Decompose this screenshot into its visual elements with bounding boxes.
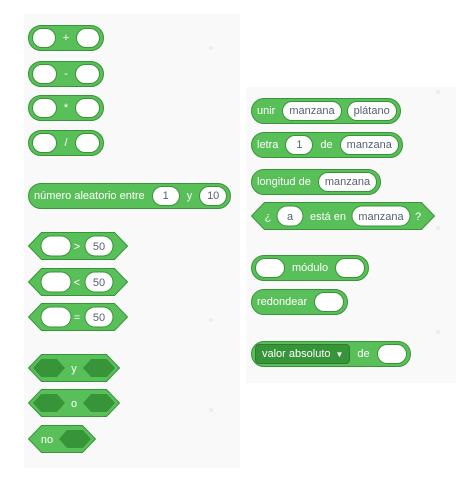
equals-input-right[interactable] [84, 306, 114, 328]
grid-dot [436, 90, 440, 94]
svg-text:50: 50 [93, 241, 105, 253]
grid-dot [436, 226, 440, 230]
greater-than-block[interactable]: > 50 [27, 232, 129, 260]
join-input-2[interactable]: plátano [346, 101, 397, 121]
divide-block[interactable]: / [28, 130, 104, 156]
greater-input-left[interactable] [40, 235, 72, 257]
mod-block[interactable]: módulo [251, 255, 370, 281]
grid-dot [436, 330, 440, 334]
greater-input-right[interactable] [84, 235, 114, 257]
round-input[interactable] [314, 292, 345, 312]
mod-input-left[interactable] [255, 258, 285, 278]
multiply-input-left[interactable] [32, 98, 57, 118]
add-input-right[interactable] [76, 28, 100, 48]
join-block[interactable]: unir manzana plátano [251, 98, 401, 124]
svg-text:<: < [74, 277, 80, 289]
join-input-1[interactable]: manzana [282, 101, 342, 121]
svg-text:a: a [287, 211, 294, 223]
not-block[interactable]: no [27, 425, 97, 453]
or-input-right[interactable] [83, 394, 115, 412]
svg-text:¿: ¿ [265, 211, 272, 223]
letter-string-input[interactable]: manzana [339, 135, 399, 155]
svg-text:y: y [71, 363, 77, 375]
svg-text:o: o [71, 398, 77, 410]
add-block[interactable]: + [28, 25, 104, 51]
letter-of-block[interactable]: letra 1 de manzana [251, 132, 403, 158]
contains-block[interactable]: ¿ a está en manzana ? [250, 202, 436, 230]
random-to-input[interactable]: 10 [199, 186, 228, 206]
divide-input-right[interactable] [74, 133, 100, 153]
math-op-dropdown[interactable]: valor absoluto ▼ [255, 344, 351, 364]
subtract-block[interactable]: - [28, 61, 104, 87]
svg-text:50: 50 [93, 312, 105, 324]
equals-block[interactable]: = 50 [27, 303, 129, 331]
contains-string-input[interactable] [351, 205, 411, 227]
random-from-input[interactable]: 1 [151, 186, 180, 206]
svg-text:está en: está en [310, 211, 346, 223]
less-input-left[interactable] [40, 271, 72, 293]
length-of-block[interactable]: longitud de manzana [251, 169, 382, 195]
or-input-left[interactable] [33, 394, 65, 412]
caret-down-icon: ▼ [335, 349, 344, 359]
multiply-input-right[interactable] [75, 98, 100, 118]
divide-input-left[interactable] [32, 133, 58, 153]
svg-text:50: 50 [93, 277, 105, 289]
svg-text:=: = [74, 312, 80, 324]
svg-text:>: > [74, 241, 80, 253]
subtract-input-left[interactable] [32, 64, 58, 84]
math-op-block[interactable]: valor absoluto ▼ de [251, 341, 411, 367]
svg-text:?: ? [415, 211, 421, 223]
random-block[interactable]: número aleatorio entre 1 y 10 [28, 183, 232, 209]
and-block[interactable]: y [27, 354, 121, 382]
equals-input-left[interactable] [40, 306, 72, 328]
and-input-left[interactable] [33, 359, 65, 377]
round-block[interactable]: redondear [251, 289, 349, 315]
math-op-input[interactable] [376, 344, 407, 364]
grid-dot [209, 318, 213, 322]
svg-text:manzana: manzana [358, 211, 404, 223]
letter-index-input[interactable]: 1 [285, 135, 314, 155]
mod-input-right[interactable] [335, 258, 366, 278]
and-input-right[interactable] [83, 359, 115, 377]
less-input-right[interactable] [84, 271, 114, 293]
subtract-input-right[interactable] [74, 64, 100, 84]
length-string-input[interactable]: manzana [317, 172, 378, 192]
less-than-block[interactable]: < 50 [27, 268, 129, 296]
contains-substring-input[interactable] [276, 205, 304, 227]
grid-dot [209, 46, 213, 50]
multiply-block[interactable]: * [28, 95, 104, 121]
grid-dot [209, 408, 213, 412]
svg-text:no: no [41, 434, 53, 446]
add-input-left[interactable] [32, 28, 56, 48]
or-block[interactable]: o [27, 389, 121, 417]
not-input[interactable] [59, 430, 91, 448]
